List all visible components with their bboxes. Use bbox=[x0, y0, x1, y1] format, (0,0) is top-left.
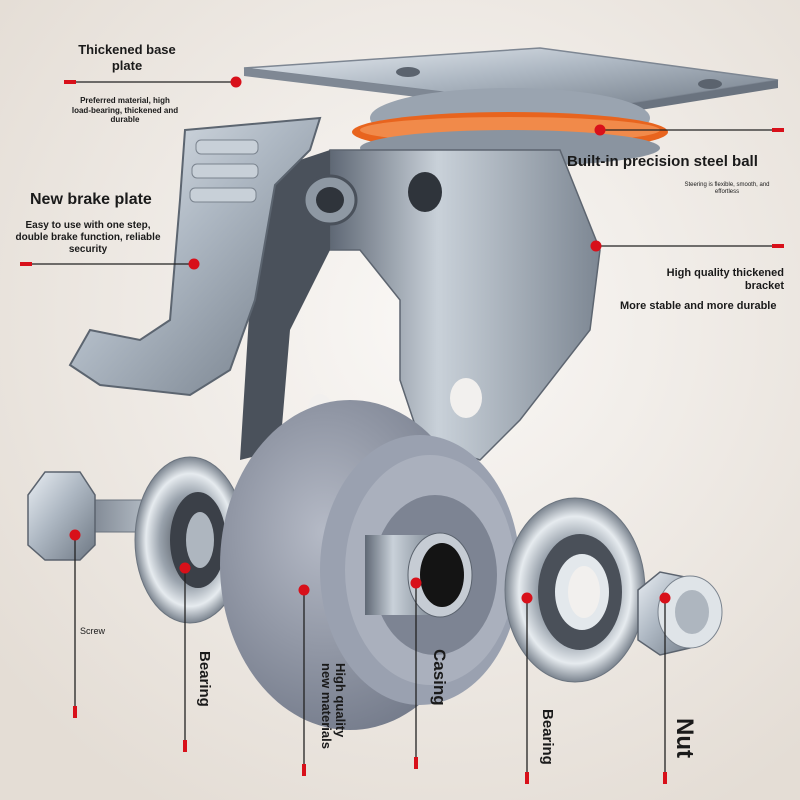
casing-part bbox=[365, 532, 473, 618]
steel-ball-title: Built-in precision steel ball bbox=[567, 153, 758, 170]
screw-label: Screw bbox=[80, 626, 106, 636]
base-plate-desc: Preferred material, high load-bearing, t… bbox=[71, 96, 179, 125]
bracket-title: High quality thickened bracket bbox=[666, 267, 784, 293]
steel-ball-desc: Steering is flexible, smooth, and effort… bbox=[684, 182, 770, 196]
callout-markers bbox=[20, 76, 784, 784]
bracket-desc: More stable and more durable bbox=[620, 300, 777, 312]
right-bearing-label: Bearing bbox=[539, 709, 556, 765]
callout-lines bbox=[28, 81, 780, 780]
casing-label: Casing bbox=[430, 649, 449, 706]
left-bearing-label: Bearing bbox=[196, 651, 213, 707]
base-plate-title: Thickened base plate bbox=[78, 42, 176, 73]
swivel-ring bbox=[352, 88, 668, 166]
brake-plate-title: New brake plate bbox=[30, 191, 152, 208]
right-bearing bbox=[504, 497, 646, 683]
wheel bbox=[220, 400, 520, 730]
nut-part bbox=[637, 571, 723, 656]
nut-label: Nut bbox=[671, 718, 698, 758]
brake-pedal bbox=[68, 116, 322, 397]
wheel-material-label: High quality new materials bbox=[319, 663, 348, 749]
brake-plate-desc: Easy to use with one step, double brake … bbox=[15, 220, 161, 255]
